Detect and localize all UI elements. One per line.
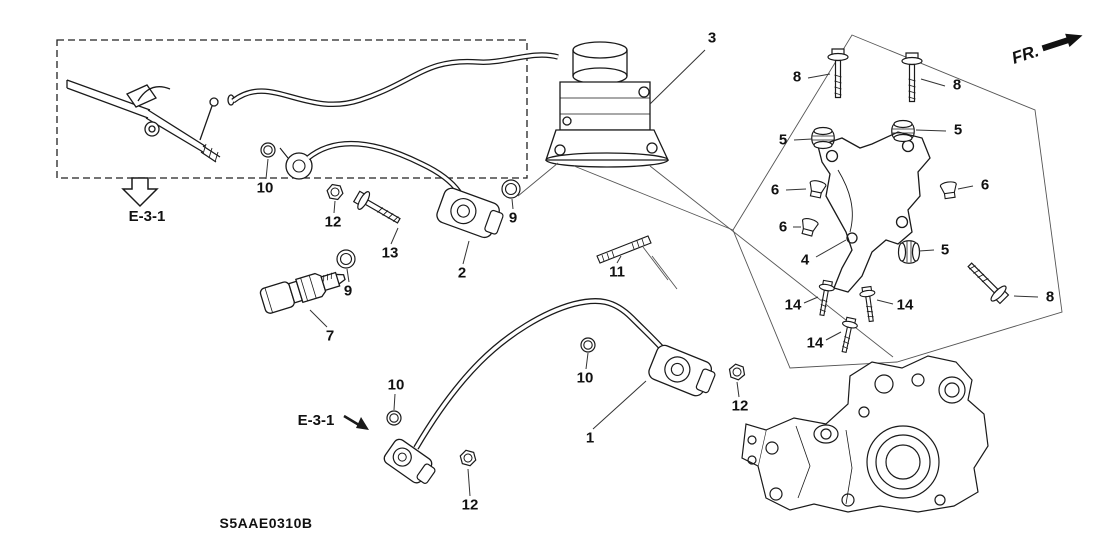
nut-12-drawing bbox=[457, 448, 479, 468]
nut-12-drawing bbox=[726, 362, 748, 382]
bracket-drawing bbox=[817, 131, 931, 293]
part-callout-10: 10 bbox=[576, 369, 594, 387]
leader-lines bbox=[265, 49, 1039, 497]
fr-label: FR. bbox=[1009, 41, 1041, 68]
part-callout-12: 12 bbox=[731, 397, 749, 415]
part-callout-8: 8 bbox=[952, 76, 962, 94]
oring-10-drawing bbox=[580, 337, 596, 353]
hose-drawing bbox=[231, 52, 559, 108]
fr-direction-indicator: FR. bbox=[1009, 33, 1083, 68]
oring-10-drawing bbox=[260, 142, 276, 158]
part-callout-7: 7 bbox=[325, 327, 335, 345]
hardware-group-border bbox=[732, 34, 1063, 369]
part-callout-14: 14 bbox=[784, 296, 802, 314]
nut-12-drawing bbox=[325, 183, 345, 201]
part-callout-10: 10 bbox=[387, 376, 405, 394]
grommet-5-drawing bbox=[891, 119, 915, 143]
sensor-drawing bbox=[259, 271, 346, 314]
steering-shaft-drawing bbox=[66, 79, 235, 163]
oring-10-drawing bbox=[386, 410, 402, 426]
valve-assembly-drawing bbox=[545, 41, 670, 168]
clip-6-drawing bbox=[798, 216, 820, 238]
stud-drawing bbox=[596, 235, 652, 264]
arrow-shaft bbox=[343, 414, 360, 427]
bolt-14-drawing bbox=[836, 316, 860, 355]
part-callout-6: 6 bbox=[778, 218, 788, 236]
clip-6-drawing bbox=[806, 178, 828, 200]
bolt-8-drawing bbox=[827, 48, 849, 99]
part-callout-14: 14 bbox=[896, 296, 914, 314]
part-callout-5: 5 bbox=[953, 121, 963, 139]
ref-e31-bottom: E-3-1 bbox=[298, 412, 369, 430]
part-callout-8: 8 bbox=[1045, 288, 1055, 306]
part-callout-12: 12 bbox=[324, 213, 342, 231]
ref-label-e31-top: E-3-1 bbox=[129, 208, 166, 225]
diagram-code: S5AAE0310B bbox=[219, 515, 313, 531]
part-callout-14: 14 bbox=[806, 334, 824, 352]
part-callout-8: 8 bbox=[792, 68, 802, 86]
part-callout-6: 6 bbox=[980, 176, 990, 194]
fr-arrow-icon bbox=[1041, 33, 1083, 52]
ref-e31-top: E-3-1 bbox=[121, 177, 166, 225]
bolt-8-drawing bbox=[901, 52, 923, 103]
bolt-13-drawing bbox=[351, 187, 405, 231]
down-arrow-icon bbox=[121, 177, 159, 208]
oring-9-drawing bbox=[336, 249, 356, 269]
arrowhead-icon bbox=[356, 417, 369, 430]
part-callout-10: 10 bbox=[256, 179, 274, 197]
part-callout-1: 1 bbox=[585, 429, 595, 447]
part-callout-13: 13 bbox=[381, 244, 399, 262]
water-passage-drawing bbox=[741, 355, 989, 513]
part-callout-9: 9 bbox=[508, 209, 518, 227]
part-callout-5: 5 bbox=[778, 131, 788, 149]
reference-dashed-box bbox=[56, 39, 528, 179]
oring-9-drawing bbox=[501, 179, 521, 199]
grommet-5-drawing bbox=[897, 240, 921, 264]
part-callout-3: 3 bbox=[707, 29, 717, 47]
part-callout-9: 9 bbox=[343, 282, 353, 300]
pipe-a-drawing bbox=[383, 297, 716, 484]
bolt-14-drawing bbox=[858, 285, 880, 323]
clip-6-drawing bbox=[939, 180, 959, 200]
pipe-b-drawing bbox=[279, 140, 504, 239]
part-callout-6: 6 bbox=[770, 181, 780, 199]
bolt-8-drawing bbox=[962, 257, 1012, 307]
grommet-5-drawing bbox=[811, 126, 835, 150]
part-callout-4: 4 bbox=[800, 251, 810, 269]
part-callout-12: 12 bbox=[461, 496, 479, 514]
ref-label-e31-bottom: E-3-1 bbox=[298, 412, 335, 429]
part-callout-2: 2 bbox=[457, 264, 467, 282]
part-callout-5: 5 bbox=[940, 241, 950, 259]
part-callout-11: 11 bbox=[609, 263, 625, 281]
